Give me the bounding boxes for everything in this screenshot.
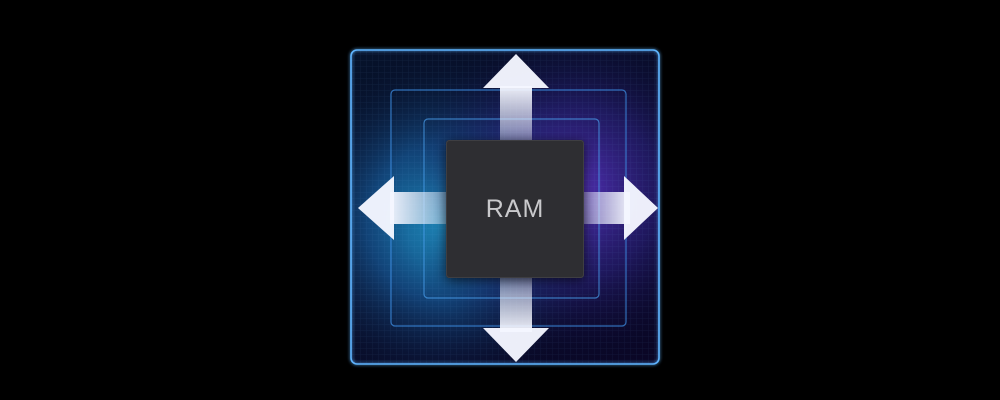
outer-frame: [350, 49, 660, 365]
ram-chip: [446, 140, 584, 278]
arrow-left-icon: [358, 176, 450, 240]
arrow-up-icon: [483, 54, 549, 146]
arrow-right-icon: [580, 176, 658, 240]
arrow-down-icon: [483, 272, 549, 362]
